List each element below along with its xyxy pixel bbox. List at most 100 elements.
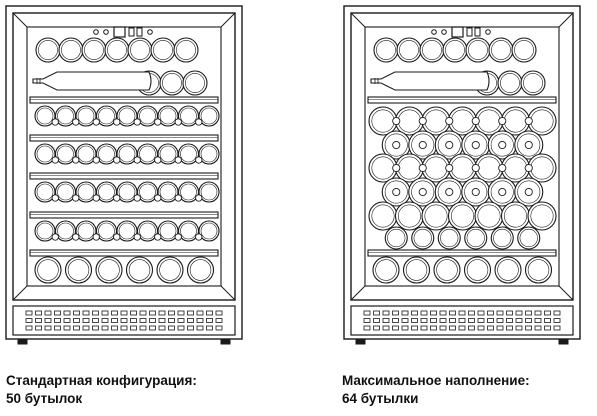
bottle-outline bbox=[384, 226, 408, 250]
bottle-end bbox=[497, 70, 523, 96]
vent-slot bbox=[206, 325, 213, 331]
bottle-rim bbox=[176, 40, 196, 60]
kick-plate bbox=[350, 305, 574, 336]
vent-slot bbox=[111, 325, 118, 331]
vent-slot bbox=[63, 318, 71, 323]
bottle-neck bbox=[113, 156, 121, 164]
vent-slot bbox=[515, 318, 523, 323]
vent-slot bbox=[196, 310, 204, 316]
bottle-end bbox=[54, 105, 77, 127]
vent-slot bbox=[92, 318, 99, 323]
vent-slot bbox=[553, 325, 561, 331]
vent-slot bbox=[430, 318, 437, 323]
bottle-outline bbox=[373, 37, 399, 63]
bottle-neck bbox=[418, 140, 427, 150]
bottle-rim bbox=[57, 107, 74, 125]
bottle-outline bbox=[437, 226, 461, 250]
bottle-rim bbox=[517, 133, 541, 157]
bottle-end bbox=[95, 143, 118, 165]
bottle-end bbox=[494, 256, 522, 284]
bottle-rim bbox=[375, 259, 397, 281]
vent-slot bbox=[439, 310, 447, 316]
vent-slot bbox=[187, 318, 194, 323]
bottle-rim bbox=[200, 222, 218, 240]
bottle-rim bbox=[98, 259, 120, 281]
bottle-rim bbox=[493, 228, 512, 248]
vent-slot bbox=[177, 310, 185, 316]
bottle-end bbox=[159, 70, 185, 96]
bottle-rim bbox=[411, 180, 435, 204]
bottle-rim bbox=[527, 259, 550, 281]
bottle-rim bbox=[440, 228, 459, 248]
bottle-end bbox=[463, 256, 492, 284]
bottle-rim bbox=[159, 222, 177, 240]
vent-slot bbox=[73, 325, 80, 331]
vent-slot bbox=[73, 310, 80, 316]
bottle-neck bbox=[133, 156, 141, 164]
bottle-neck bbox=[133, 118, 141, 126]
bottle-end bbox=[136, 143, 159, 165]
bottle-rim bbox=[514, 40, 534, 60]
bottle-rim bbox=[159, 259, 181, 281]
bottle-rim bbox=[36, 145, 54, 163]
bottle-end bbox=[411, 226, 435, 250]
door-frame bbox=[350, 12, 574, 301]
bottle-neck bbox=[154, 118, 162, 126]
vent-slot bbox=[168, 325, 175, 331]
bottle-rim bbox=[153, 40, 173, 60]
bottle-outline bbox=[419, 37, 445, 63]
control-button-icon bbox=[103, 29, 109, 35]
bottle-rim bbox=[128, 259, 151, 281]
vent-slot bbox=[139, 325, 147, 331]
bottle-outline bbox=[368, 201, 398, 231]
bottle-end bbox=[34, 256, 62, 284]
control-button-icon bbox=[474, 27, 481, 37]
bottle-rim bbox=[530, 204, 554, 228]
bottle-rim bbox=[413, 228, 432, 248]
vent-slot bbox=[477, 310, 485, 316]
bottle-end bbox=[437, 226, 461, 250]
vent-slot bbox=[363, 310, 371, 316]
bottle-end bbox=[447, 201, 478, 231]
bottle-end bbox=[198, 105, 220, 127]
vent-slot bbox=[553, 318, 561, 323]
bottle-outline bbox=[394, 201, 425, 231]
vent-slot bbox=[534, 325, 542, 331]
control-panel bbox=[93, 26, 153, 38]
bottle-end bbox=[384, 226, 408, 250]
control-button-icon bbox=[431, 29, 437, 35]
vent-slot bbox=[515, 310, 523, 316]
vent-slot bbox=[525, 318, 532, 323]
bottle-end bbox=[520, 70, 546, 96]
vent-slot bbox=[25, 318, 33, 323]
bottle-outline bbox=[488, 37, 514, 63]
vent-slot bbox=[82, 318, 90, 323]
bottle-outline bbox=[198, 105, 220, 127]
control-button-icon bbox=[128, 27, 135, 37]
bottle-end bbox=[368, 106, 398, 136]
vent-slot bbox=[468, 318, 475, 323]
vent-slot bbox=[392, 325, 399, 331]
bottle-end bbox=[433, 256, 461, 284]
wine-cooler-diagram bbox=[5, 5, 581, 345]
vent-slot bbox=[506, 310, 513, 316]
vent-slot bbox=[73, 318, 80, 323]
bottle-rim bbox=[57, 145, 74, 163]
vent-slot bbox=[373, 310, 380, 316]
vent-slot bbox=[430, 310, 437, 316]
bottle-end bbox=[136, 181, 159, 203]
bottle-rim bbox=[180, 107, 197, 125]
bottle-rim bbox=[517, 180, 541, 204]
bottle-rim bbox=[84, 40, 104, 60]
bottle-end bbox=[116, 143, 138, 165]
vent-slot bbox=[496, 318, 504, 323]
bottle-end bbox=[511, 37, 537, 63]
bottle-rim bbox=[503, 204, 527, 228]
bottle-rim bbox=[159, 183, 177, 201]
vent-slot bbox=[430, 325, 437, 331]
vent-slot bbox=[392, 318, 399, 323]
bottle-rim bbox=[424, 204, 448, 228]
shelf-front bbox=[29, 134, 219, 142]
bottle-rim bbox=[61, 40, 81, 60]
bottle-outline bbox=[198, 220, 220, 242]
